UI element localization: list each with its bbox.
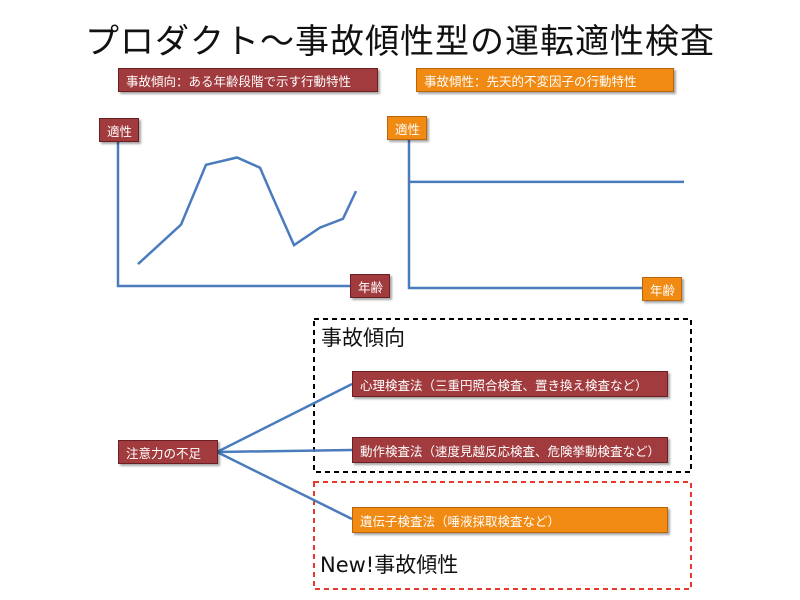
slide-title: プロダクト〜事故傾性型の運転適性検査 [85,22,715,62]
root-node-attention-deficit: 注意力の不足 [118,440,218,464]
motion-test-box: 動作検査法（速度見越反応検査、危険挙動検査など） [352,437,668,463]
tendency-section-label: 事故傾向 [321,326,405,350]
gene-test-box: 遺伝子検査法（唾液採取検査など） [352,507,668,533]
right-chart-y-label: 適性 [387,116,427,140]
left-chart-x-label: 年齢 [350,274,390,298]
left-chart-y-label: 適性 [99,118,139,142]
connector-psych [216,382,353,454]
right-chart-axes [407,132,644,290]
psych-test-box: 心理検査法（三重円照合検査、置き換え検査など） [352,371,668,397]
left-chart-axes [116,140,352,288]
left-chart-aptitude-line [137,156,358,266]
connector-gene [216,450,353,521]
disposition-section-label: New!事故傾性 [320,553,459,577]
connector-motion [216,448,353,454]
tendency-dashed-frame [313,318,692,473]
tendency-definition-box: 事故傾向：ある年齢段階で示す行動特性 [118,68,378,92]
right-chart-x-label: 年齢 [642,277,682,301]
disposition-definition-box: 事故傾性：先天的不変因子の行動特性 [416,68,674,92]
